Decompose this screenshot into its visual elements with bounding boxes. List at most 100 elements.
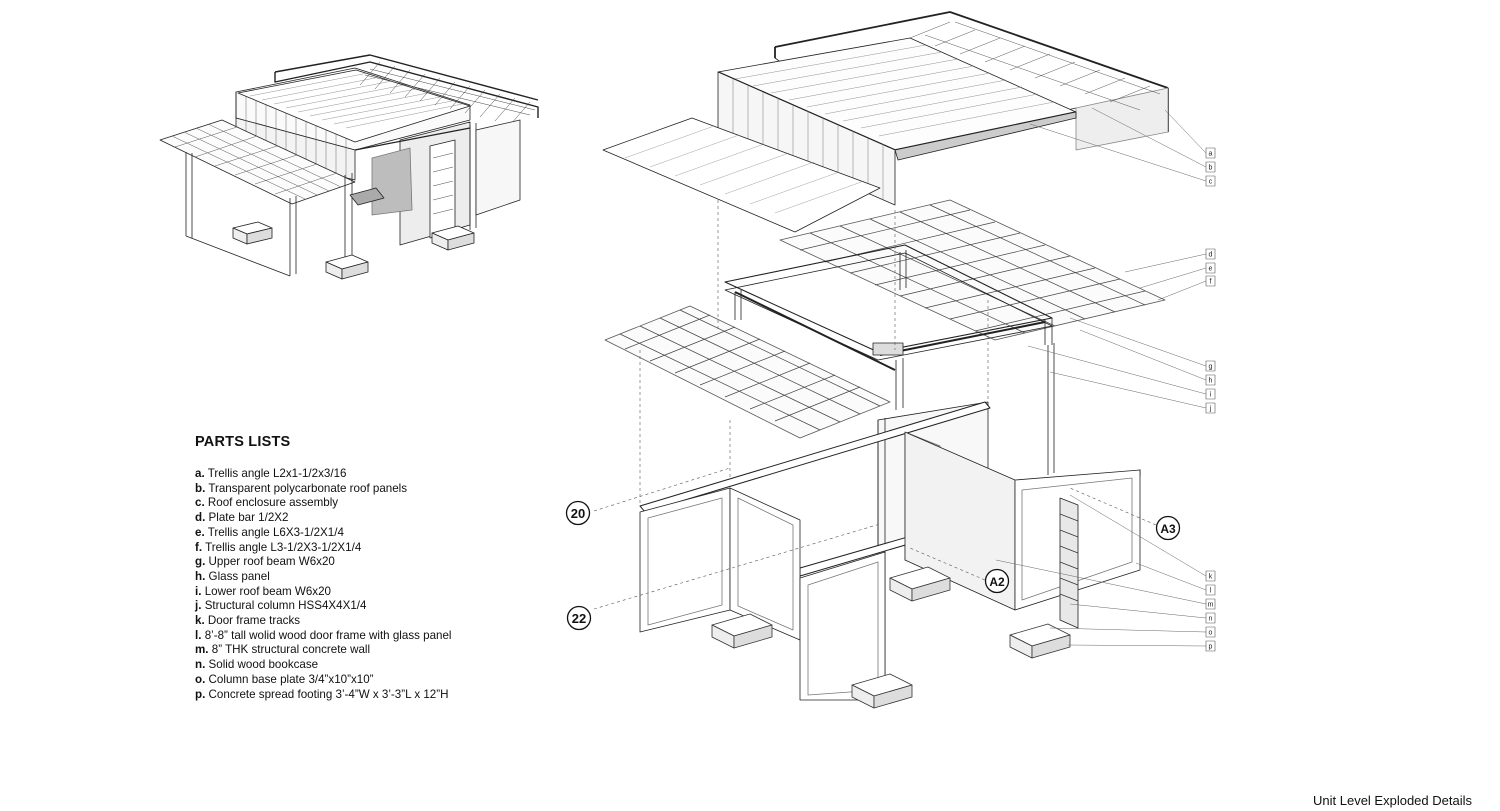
parts-item-text: Structural column HSS4X4X1/4: [204, 599, 367, 613]
parts-item-letter: i.: [195, 584, 202, 598]
parts-item: o. Column base plate 3/4”x10”x10”: [195, 673, 515, 688]
parts-item-text: Roof enclosure assembly: [207, 496, 339, 510]
parts-list-title: PARTS LISTS: [195, 434, 291, 450]
parts-item-text: Trellis angle L2x1-1/2x3/16: [207, 467, 347, 480]
svg-text:l: l: [1210, 588, 1212, 595]
callout-g: g: [1205, 360, 1216, 372]
callout-d: d: [1205, 248, 1216, 260]
parts-item: c. Roof enclosure assembly: [195, 496, 515, 511]
parts-item-text: Column base plate 3/4”x10”x10”: [208, 672, 374, 686]
svg-text:d: d: [1209, 252, 1213, 259]
parts-item-text: Door frame tracks: [207, 614, 301, 628]
parts-item: e. Trellis angle L6X3-1/2X1/4: [195, 526, 515, 541]
parts-item: l. 8’-8” tall wolid wood door frame with…: [195, 629, 515, 644]
parts-item-letter: f.: [195, 540, 203, 554]
svg-text:g: g: [1209, 364, 1213, 371]
svg-text:i: i: [1210, 392, 1212, 399]
svg-text:n: n: [1209, 616, 1213, 623]
exploded-roof-enclosure: [602, 11, 1169, 233]
parts-item-text: 8’-8” tall wolid wood door frame with gl…: [204, 628, 452, 642]
parts-item: i. Lower roof beam W6x20: [195, 585, 515, 600]
svg-text:j: j: [1209, 406, 1212, 413]
section-marker-22: 22: [566, 605, 592, 631]
exploded-walls-footings: [593, 200, 1157, 709]
drawing-caption: Unit Level Exploded Details: [1313, 793, 1472, 808]
section-markers: 20 22 A2 A3: [565, 500, 1181, 631]
parts-item-letter: e.: [195, 525, 205, 539]
callout-o: o: [1205, 626, 1216, 638]
callout-h: h: [1205, 374, 1216, 386]
svg-text:k: k: [1209, 574, 1213, 581]
svg-text:a: a: [1209, 151, 1213, 158]
parts-item-text: Solid wood bookcase: [208, 658, 319, 672]
parts-item-text: Upper roof beam W6x20: [208, 555, 335, 569]
svg-text:p: p: [1209, 644, 1213, 651]
parts-item-letter: d.: [195, 511, 206, 525]
parts-item: g. Upper roof beam W6x20: [195, 555, 515, 570]
parts-item-letter: h.: [195, 569, 206, 583]
parts-item-text: Concrete spread footing 3’-4”W x 3’-3”L …: [208, 687, 449, 701]
parts-item-text: Lower roof beam W6x20: [204, 584, 331, 598]
parts-item: b. Transparent polycarbonate roof panels: [195, 482, 515, 497]
section-marker-a2: A2: [984, 568, 1010, 594]
parts-item: a. Trellis angle L2x1-1/2x3/16: [195, 467, 515, 482]
parts-item-letter: m.: [195, 643, 209, 657]
section-marker-a3: A3: [1155, 515, 1181, 541]
parts-item-letter: l.: [195, 628, 202, 642]
parts-list: PARTS LISTS a. Trellis angle L2x1-1/2x3/…: [195, 434, 515, 702]
parts-item-text: Transparent polycarbonate roof panels: [208, 481, 408, 495]
parts-item: p. Concrete spread footing 3’-4”W x 3’-3…: [195, 688, 515, 703]
parts-item-letter: k.: [195, 614, 205, 628]
parts-item: k. Door frame tracks: [195, 614, 515, 629]
callout-j: j: [1205, 402, 1216, 414]
parts-item-letter: a.: [195, 467, 205, 480]
svg-text:20: 20: [571, 506, 585, 521]
svg-text:A3: A3: [1160, 522, 1176, 536]
svg-text:e: e: [1209, 266, 1213, 273]
section-marker-20: 20: [565, 500, 591, 526]
callout-c: c: [1205, 175, 1216, 187]
parts-item-letter: b.: [195, 481, 206, 495]
svg-text:c: c: [1209, 179, 1213, 186]
svg-text:h: h: [1209, 378, 1213, 385]
callout-k: k: [1205, 570, 1216, 582]
callout-m: m: [1205, 598, 1216, 610]
parts-item-letter: g.: [195, 555, 206, 569]
parts-item-letter: n.: [195, 658, 206, 672]
callout-i: i: [1205, 388, 1216, 400]
exploded-frame-trellis: [604, 199, 1166, 475]
callout-leader-lines: [995, 107, 1207, 647]
callout-b: b: [1205, 161, 1216, 173]
parts-item-letter: o.: [195, 672, 206, 686]
parts-item: f. Trellis angle L3-1/2X3-1/2X1/4: [195, 541, 515, 556]
parts-item: h. Glass panel: [195, 570, 515, 585]
callout-l: l: [1205, 584, 1216, 596]
parts-item-text: 8” THK structural concrete wall: [211, 643, 371, 657]
parts-item: m. 8” THK structural concrete wall: [195, 643, 515, 658]
parts-item-text: Trellis angle L3-1/2X3-1/2X1/4: [205, 540, 362, 554]
svg-text:m: m: [1208, 602, 1214, 609]
svg-text:o: o: [1209, 630, 1213, 637]
parts-item-text: Trellis angle L6X3-1/2X1/4: [207, 525, 344, 539]
callout-a: a: [1205, 147, 1216, 159]
parts-item-letter: j.: [195, 599, 202, 613]
callout-f: f: [1205, 275, 1216, 287]
parts-item-letter: c.: [195, 496, 205, 510]
parts-item-letter: p.: [195, 687, 206, 701]
parts-item: j. Structural column HSS4X4X1/4: [195, 599, 515, 614]
callout-e: e: [1205, 262, 1216, 274]
svg-text:A2: A2: [989, 575, 1005, 589]
svg-text:f: f: [1210, 279, 1212, 286]
parts-item: d. Plate bar 1/2X2: [195, 511, 515, 526]
parts-item-text: Glass panel: [208, 569, 270, 583]
assembled-unit-view: [159, 54, 539, 280]
svg-text:b: b: [1209, 165, 1213, 172]
svg-text:22: 22: [572, 611, 586, 626]
callout-p: p: [1205, 640, 1216, 652]
callout-n: n: [1205, 612, 1216, 624]
parts-item: n. Solid wood bookcase: [195, 658, 515, 673]
parts-item-text: Plate bar 1/2X2: [208, 511, 289, 525]
